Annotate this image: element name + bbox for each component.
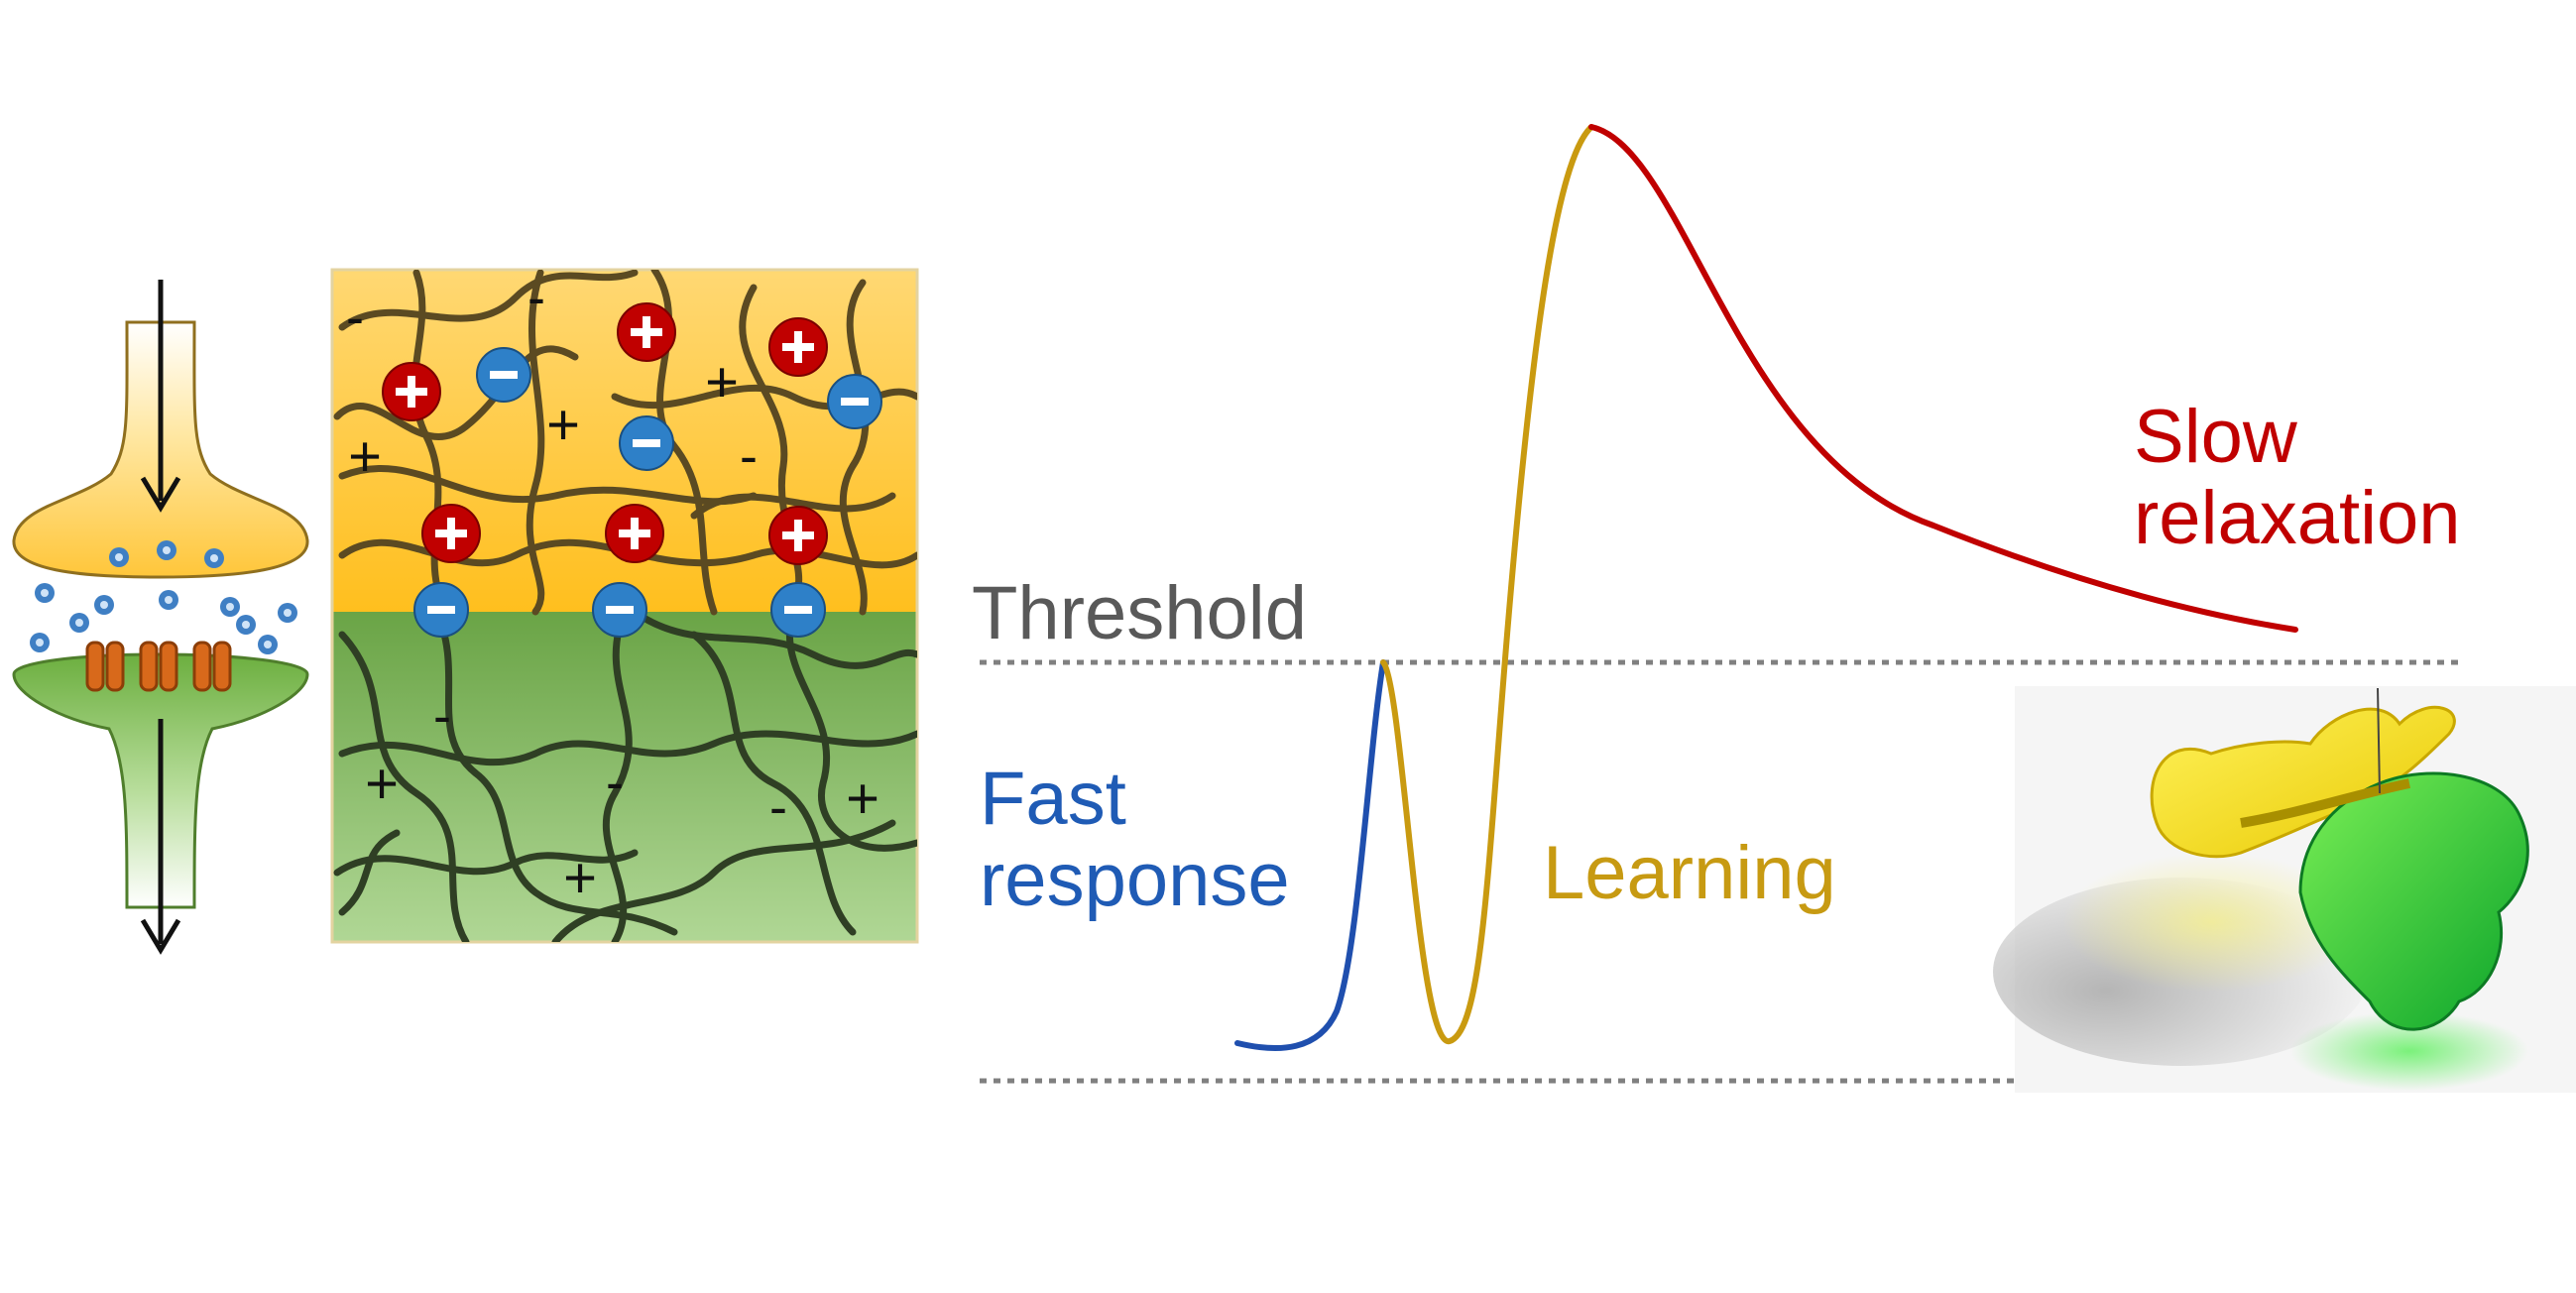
- cation-icon: [421, 504, 481, 563]
- learning-curve: [1380, 124, 1594, 1044]
- neurotransmitter-vesicles: [30, 540, 297, 654]
- vesicle: [157, 540, 176, 560]
- minus-sign: -: [433, 686, 451, 746]
- hydrogel-network-diagram: ++++++------: [330, 268, 919, 944]
- learning-label: Learning: [1543, 831, 1836, 915]
- cation-icon: [605, 504, 664, 563]
- slow-relaxation-label-line-1: Slow: [2134, 395, 2297, 479]
- anion-icon: [413, 582, 469, 638]
- arrow-head-icon: [140, 918, 181, 955]
- fast-response-curve: [1234, 659, 1386, 1052]
- plus-sign: +: [348, 424, 382, 489]
- cation-icon: [768, 506, 828, 565]
- cation-icon: [382, 362, 441, 421]
- synapse-diagram: [12, 280, 309, 955]
- fast-response-label: Fast response: [980, 757, 1290, 923]
- cation-icon: [768, 317, 828, 377]
- anion-icon: [476, 347, 531, 403]
- cation-icon: [617, 302, 676, 362]
- plus-sign: +: [705, 350, 739, 414]
- slow-relaxation-label-line-2: relaxation: [2134, 476, 2461, 561]
- vesicle: [204, 548, 224, 568]
- gel-butterfly-photo: [1993, 686, 2576, 1093]
- slow-relaxation-label: Slow relaxation: [2134, 395, 2461, 561]
- minus-sign: -: [346, 288, 364, 347]
- arrow-head-icon: [140, 476, 181, 513]
- anion-icon: [770, 582, 826, 638]
- vesicle: [35, 583, 55, 603]
- anion-icon: [619, 415, 674, 471]
- butterfly-wire: [2377, 687, 2381, 794]
- minus-sign: -: [769, 777, 787, 837]
- vesicle: [94, 595, 114, 615]
- plus-sign: +: [563, 846, 597, 910]
- slow-relaxation-curve: [1588, 124, 2298, 633]
- minus-sign: -: [740, 426, 758, 486]
- minus-sign: -: [606, 753, 624, 812]
- fast-response-label-line-1: Fast: [980, 757, 1126, 841]
- plus-sign: +: [846, 766, 879, 831]
- vesicle: [278, 603, 297, 623]
- vesicle: [236, 615, 256, 635]
- vesicle: [30, 633, 50, 652]
- anion-icon: [827, 374, 882, 429]
- minus-sign: -: [527, 268, 545, 327]
- ion-channels: [85, 641, 232, 692]
- charge-signs: ++++++------: [346, 268, 879, 910]
- ions: [382, 302, 882, 638]
- polymer-chains-bottom: [333, 608, 917, 942]
- vesicle: [159, 590, 178, 610]
- plus-sign: +: [546, 393, 580, 457]
- vesicle: [258, 635, 278, 654]
- butterfly-body: [2240, 778, 2410, 828]
- plus-sign: +: [365, 752, 399, 816]
- vesicle: [109, 547, 129, 567]
- vesicle: [220, 597, 240, 617]
- threshold-label: Threshold: [972, 571, 1307, 655]
- fast-response-label-line-2: response: [980, 838, 1290, 923]
- gel-border: [330, 268, 919, 944]
- butterfly-green-wing: [2298, 771, 2529, 1031]
- vesicle: [69, 613, 89, 633]
- anion-icon: [592, 582, 647, 638]
